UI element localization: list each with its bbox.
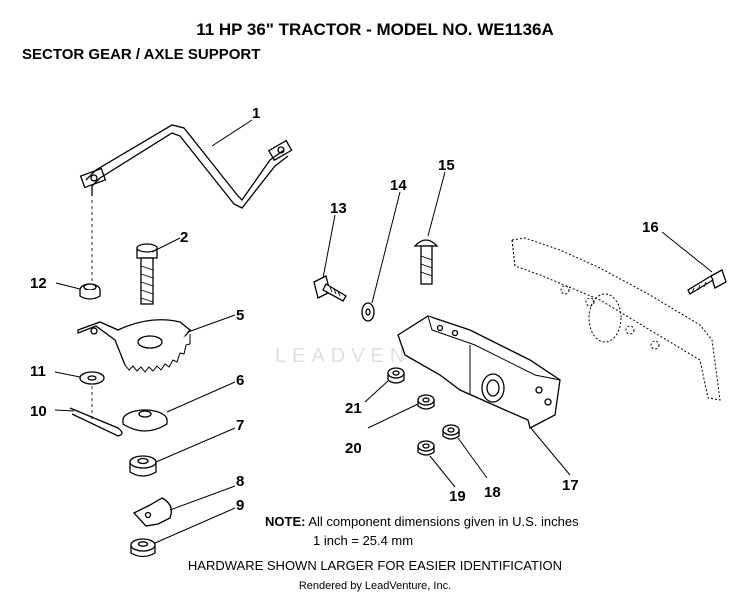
label-part-5: 5 — [236, 307, 244, 324]
label-part-19: 19 — [449, 488, 466, 505]
label-part-13: 13 — [330, 200, 347, 217]
note-text: All component dimensions given in U.S. i… — [308, 514, 579, 529]
label-part-1: 1 — [252, 105, 260, 122]
label-part-15: 15 — [438, 157, 455, 174]
note: NOTE: All component dimensions given in … — [265, 514, 579, 529]
part-7-nut[interactable] — [129, 455, 157, 477]
label-part-8: 8 — [236, 473, 244, 490]
footer-hardware-note: HARDWARE SHOWN LARGER FOR EASIER IDENTIF… — [187, 558, 563, 573]
part-16-bolt[interactable] — [687, 269, 727, 295]
part-6-flat-washer[interactable] — [122, 409, 168, 432]
part-5-sector-gear[interactable] — [77, 319, 191, 373]
part-10-cotter-pin[interactable] — [69, 407, 123, 437]
part-14-washer[interactable] — [361, 302, 375, 322]
part-8-clamp[interactable] — [132, 497, 173, 527]
part-15-carriage-bolt[interactable] — [413, 239, 439, 285]
label-part-7: 7 — [236, 417, 244, 434]
part-number-labels: 1 2 5 6 7 8 9 10 11 12 13 14 15 16 17 18… — [30, 105, 659, 514]
label-part-17: 17 — [562, 477, 579, 494]
label-part-12: 12 — [30, 275, 47, 292]
label-part-18: 18 — [484, 484, 501, 501]
credit: Rendered by LeadVenture, Inc. — [298, 580, 452, 592]
part-9-nut[interactable] — [130, 538, 156, 558]
page-subtitle: SECTOR GEAR / AXLE SUPPORT — [22, 46, 261, 63]
label-part-16: 16 — [642, 219, 659, 236]
part-17-axle-support[interactable] — [397, 315, 561, 429]
part-21-nut[interactable] — [387, 367, 405, 384]
label-part-10: 10 — [30, 403, 47, 420]
note-conversion: 1 inch = 25.4 mm — [313, 533, 414, 548]
label-part-11: 11 — [30, 363, 46, 380]
part-12-locknut[interactable] — [79, 283, 101, 300]
leader-lines — [54, 119, 713, 544]
label-part-20: 20 — [345, 440, 362, 457]
part-19-nut[interactable] — [417, 440, 435, 456]
part-20-nut[interactable] — [417, 394, 435, 410]
part-13-bolt[interactable] — [313, 275, 347, 302]
label-part-2: 2 — [180, 229, 188, 246]
note-label: NOTE: — [265, 514, 306, 529]
part-2-bolt[interactable] — [136, 243, 158, 305]
page-title: 11 HP 36" TRACTOR - MODEL NO. WE1136A — [196, 20, 554, 39]
part-1-drag-link[interactable] — [79, 124, 293, 209]
label-part-21: 21 — [345, 400, 362, 417]
label-part-9: 9 — [236, 497, 244, 514]
part-11-washer[interactable] — [79, 371, 105, 385]
frame-reference — [511, 237, 721, 401]
part-18-nut[interactable] — [442, 424, 460, 440]
label-part-6: 6 — [236, 372, 244, 389]
label-part-14: 14 — [390, 177, 407, 194]
